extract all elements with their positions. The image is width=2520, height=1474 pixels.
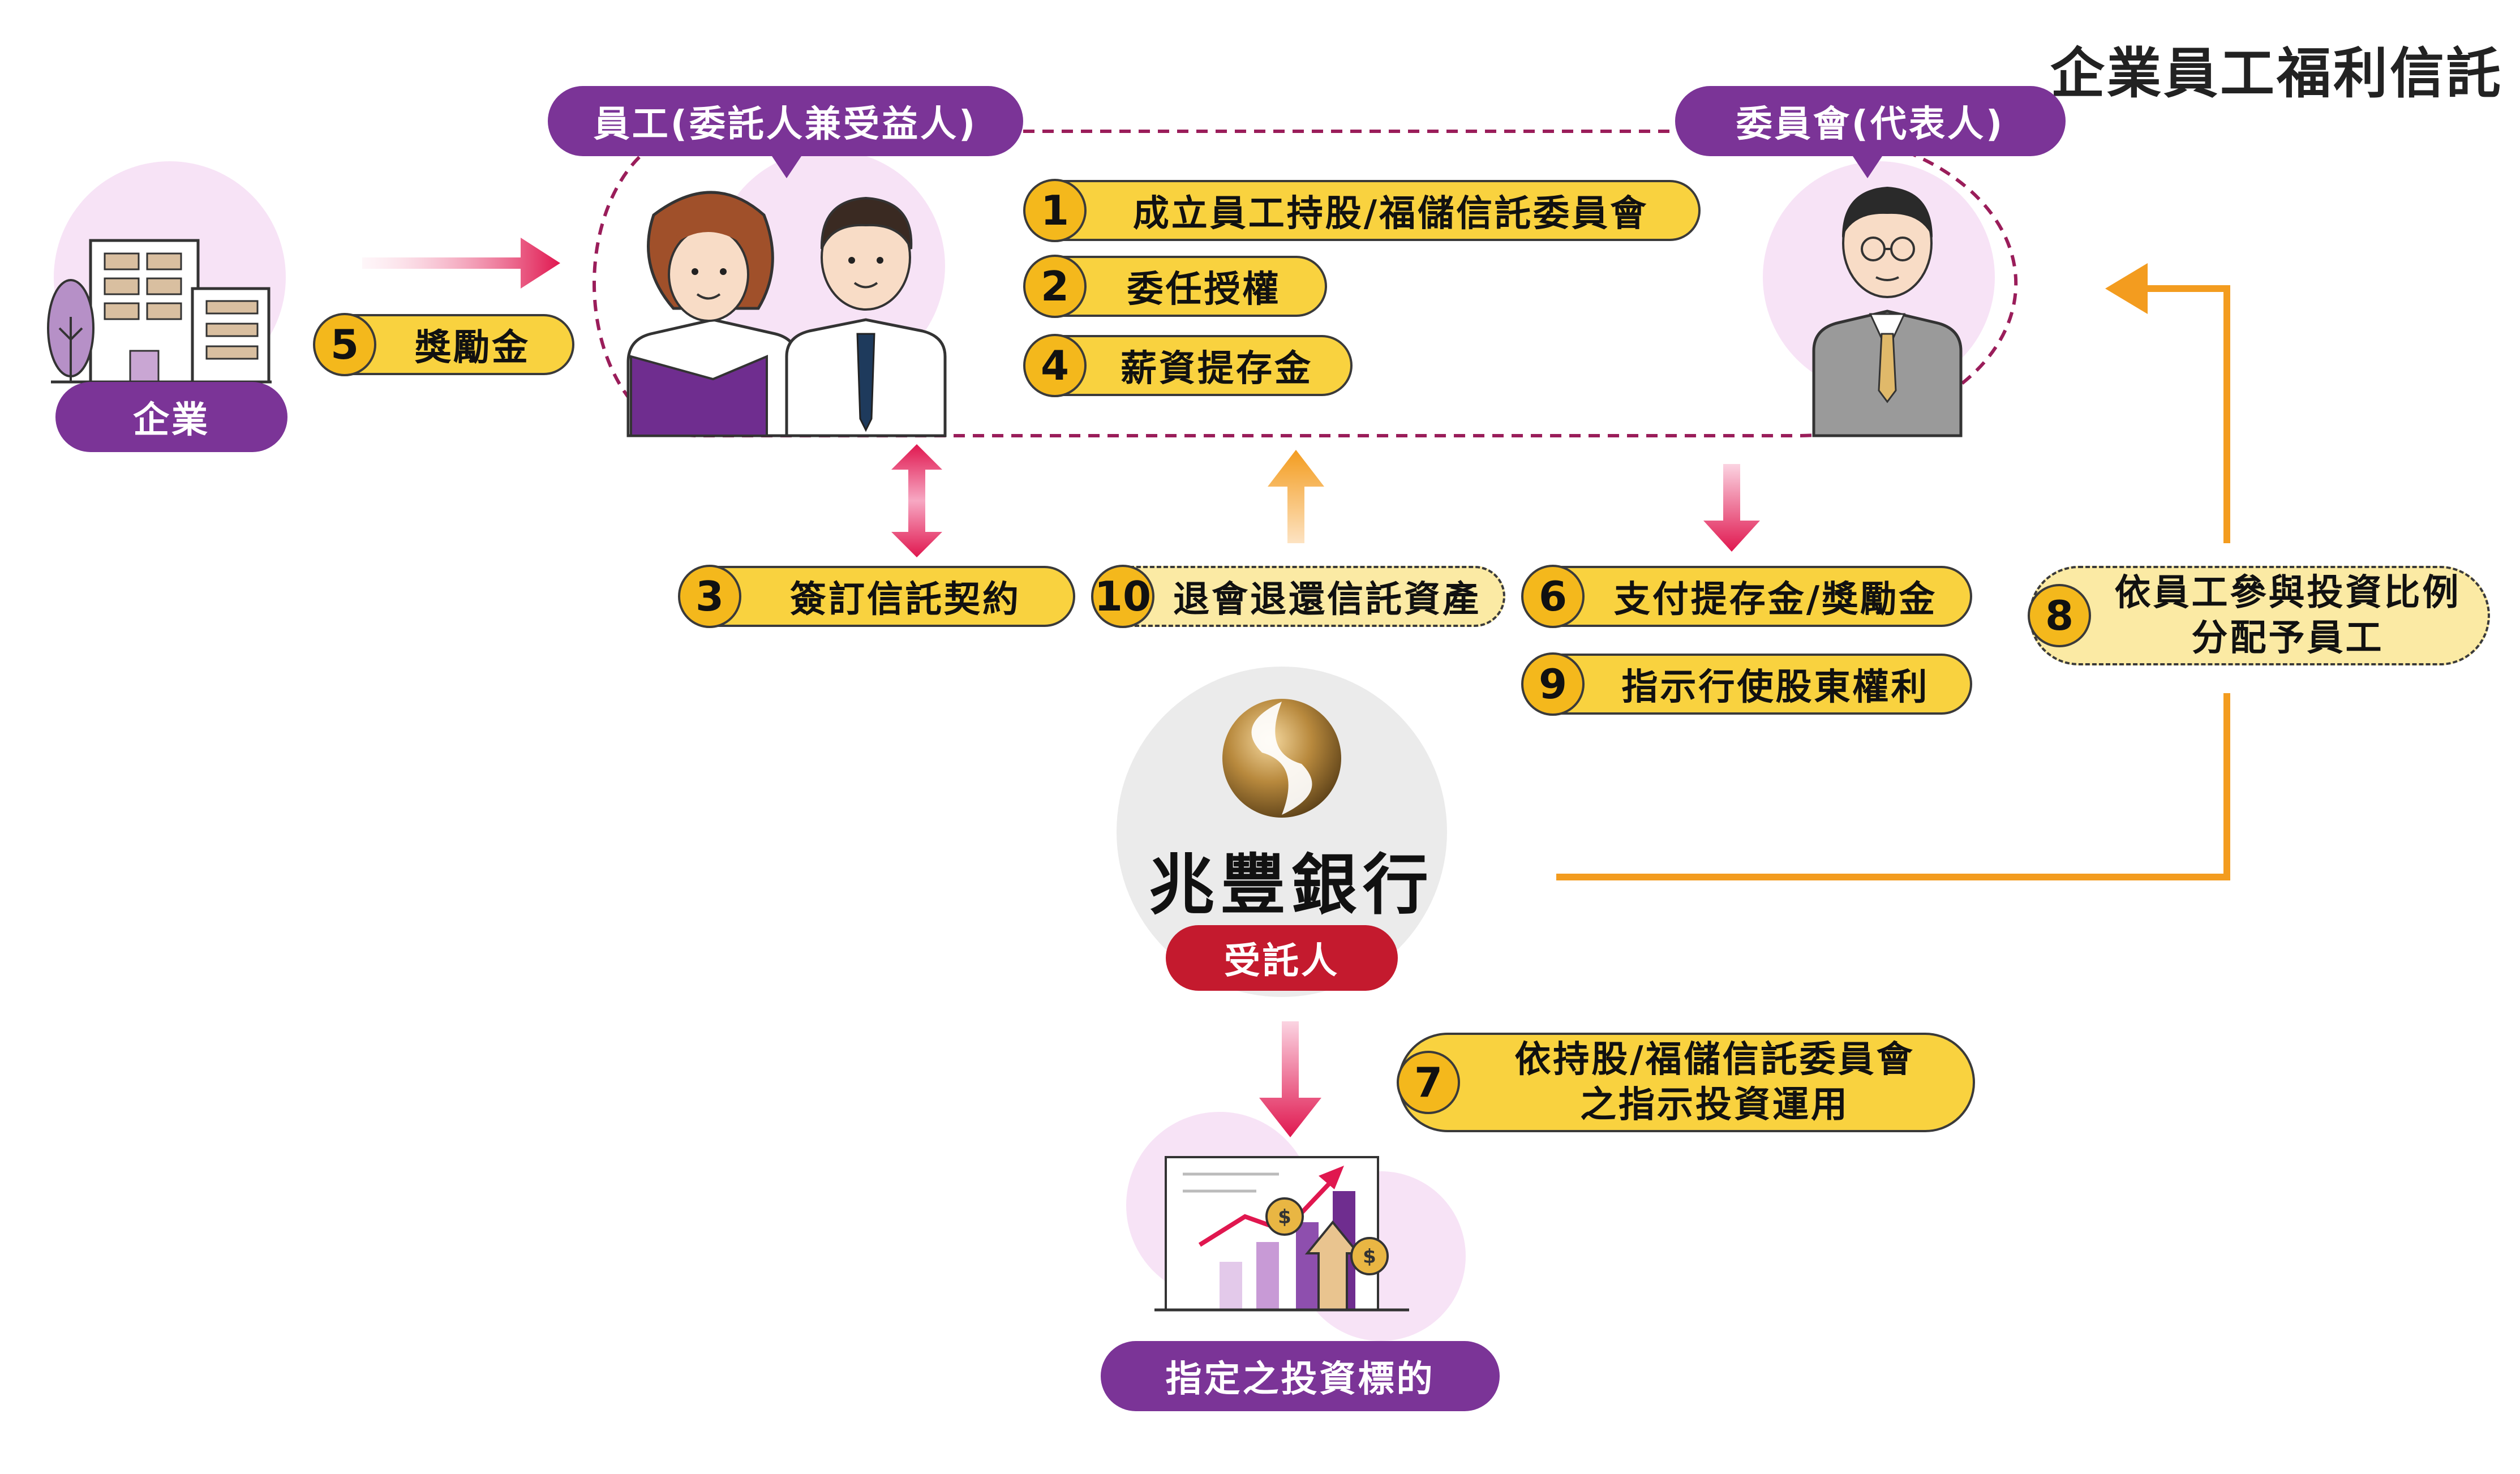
step-label: 獎勵金 — [415, 327, 530, 369]
growth-chart-icon: $ $ — [1154, 1156, 1409, 1312]
step-label-line2: 分配予員工 — [2191, 617, 2384, 659]
mega-bank-logo — [1222, 699, 1341, 818]
step-number: 4 — [1023, 334, 1087, 397]
step-number: 7 — [1397, 1051, 1460, 1114]
step-9-badge: 9 指示行使股東權利 — [1521, 652, 1972, 716]
step-label-line2: 之指示投資運用 — [1580, 1084, 1849, 1126]
step-label: 支付提存金/獎勵金 — [1613, 579, 1938, 621]
step-5-badge: 5 獎勵金 — [313, 313, 574, 376]
employee-role-label: 員工(委託人兼受益人) — [593, 104, 978, 145]
step-number: 5 — [313, 313, 376, 376]
arrow-payment-down — [1703, 464, 1760, 552]
committee-pill-pointer — [1851, 153, 1884, 178]
page-title: 企業員工福利信託 — [2050, 42, 2503, 105]
target-role-pill: 指定之投資標的 — [1101, 1341, 1500, 1411]
bank-name: 兆豐銀行 — [1149, 847, 1434, 923]
committee-role-pill: 委員會(代表人) — [1675, 86, 2066, 156]
step-number: 3 — [678, 565, 741, 628]
step-number: 1 — [1023, 179, 1087, 242]
step-1-badge: 1 成立員工持股/福儲信託委員會 — [1023, 179, 1701, 242]
step-number: 2 — [1023, 255, 1087, 318]
step-7-badge: 7 依持股/福儲信託委員會 之指示投資運用 — [1397, 1033, 1975, 1132]
step-number: 10 — [1091, 565, 1154, 628]
orange-line-upper — [2139, 285, 2230, 543]
step-8-badge: 8 依員工參與投資比例 分配予員工 — [2028, 566, 2490, 665]
step-label: 簽訂信託契約 — [790, 579, 1021, 621]
trustee-label: 受託人 — [1224, 940, 1340, 982]
step-label: 指示行使股東權利 — [1621, 667, 1930, 708]
orange-arrowhead — [2105, 263, 2148, 314]
svg-text:$: $ — [1363, 1245, 1376, 1268]
bank-bg-circle — [1117, 667, 1447, 997]
step-label: 委任授權 — [1127, 269, 1281, 311]
arrow-contract-bidirectional — [891, 444, 942, 557]
step-label: 依員工參與投資比例 分配予員工 — [2099, 568, 2476, 663]
arrow-company-to-employee — [362, 238, 560, 289]
step-number: 6 — [1521, 565, 1585, 628]
committee-rep-icon — [1812, 187, 1963, 437]
step-label-line1: 依持股/福儲信託委員會 — [1514, 1039, 1915, 1081]
step-2-badge: 2 委任授權 — [1023, 255, 1327, 318]
company-role-label: 企業 — [133, 399, 210, 441]
step-number: 9 — [1521, 652, 1585, 716]
company-role-pill: 企業 — [55, 382, 287, 452]
employee-pill-pointer — [770, 153, 804, 178]
step-label-line1: 依員工參與投資比例 — [2114, 572, 2461, 614]
arrow-return-assets-up — [1268, 450, 1324, 543]
arrow-bank-to-target — [1259, 1021, 1321, 1137]
step-6-badge: 6 支付提存金/獎勵金 — [1521, 565, 1972, 628]
employee-role-pill: 員工(委託人兼受益人) — [548, 86, 1023, 156]
step-4-badge: 4 薪資提存金 — [1023, 334, 1353, 397]
step-label: 依持股/福儲信託委員會 之指示投資運用 — [1468, 1035, 1961, 1130]
svg-text:$: $ — [1278, 1206, 1291, 1228]
step-label: 薪資提存金 — [1121, 348, 1313, 390]
step-number: 8 — [2028, 584, 2091, 647]
committee-role-label: 委員會(代表人) — [1736, 104, 2005, 145]
step-3-badge: 3 簽訂信託契約 — [678, 565, 1075, 628]
step-10-badge: 10 退會退還信託資產 — [1091, 565, 1505, 628]
step-label: 退會退還信託資產 — [1173, 579, 1481, 621]
target-role-label: 指定之投資標的 — [1165, 1359, 1435, 1400]
step-label: 成立員工持股/福儲信託委員會 — [1132, 193, 1649, 235]
employee-couple-icon — [626, 191, 947, 437]
orange-line-lower — [1556, 693, 2230, 880]
trustee-pill: 受託人 — [1166, 925, 1398, 991]
